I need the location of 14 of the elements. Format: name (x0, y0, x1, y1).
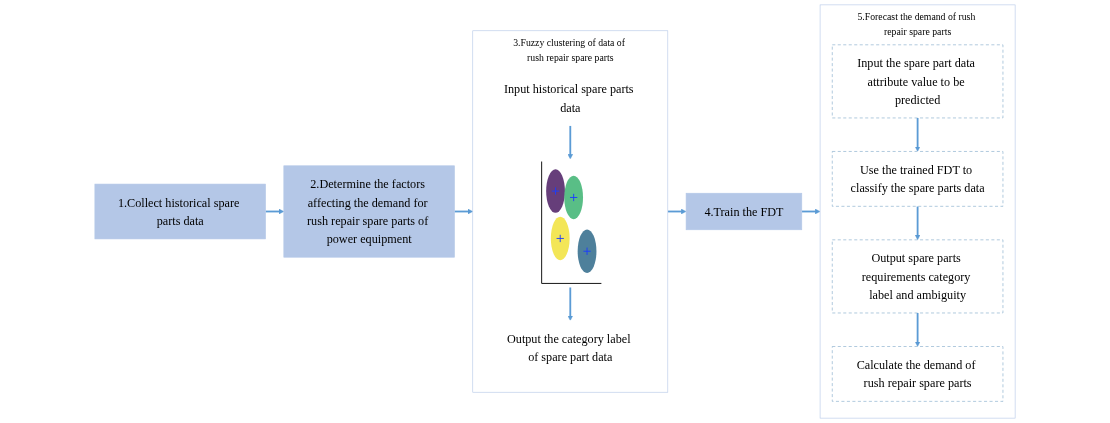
node-box: Output spare parts requirements category label and ambiguity (831, 239, 1004, 314)
arrow (914, 205, 921, 241)
arrow (567, 286, 573, 321)
node-box: 1.Collect historical spare parts data (94, 183, 266, 240)
node-box: 2.Determine the factors affecting the demand for rush repair spare parts of power equipment (283, 165, 455, 258)
node-box: Use the trained FDT to classify the spare parts data (831, 151, 1004, 207)
arrow (567, 124, 573, 160)
arrow (914, 312, 921, 347)
arrow (914, 117, 921, 152)
node-text: Input historical spare parts data (503, 82, 634, 114)
node-box: Calculate the demand of rush repair spare parts (831, 346, 1004, 402)
node-box: Input the spare part data attribute value to be predicted (831, 44, 1004, 119)
node-box: 4.Train the FDT (685, 192, 803, 231)
node-text: Output the category label of spare part data (506, 332, 631, 364)
